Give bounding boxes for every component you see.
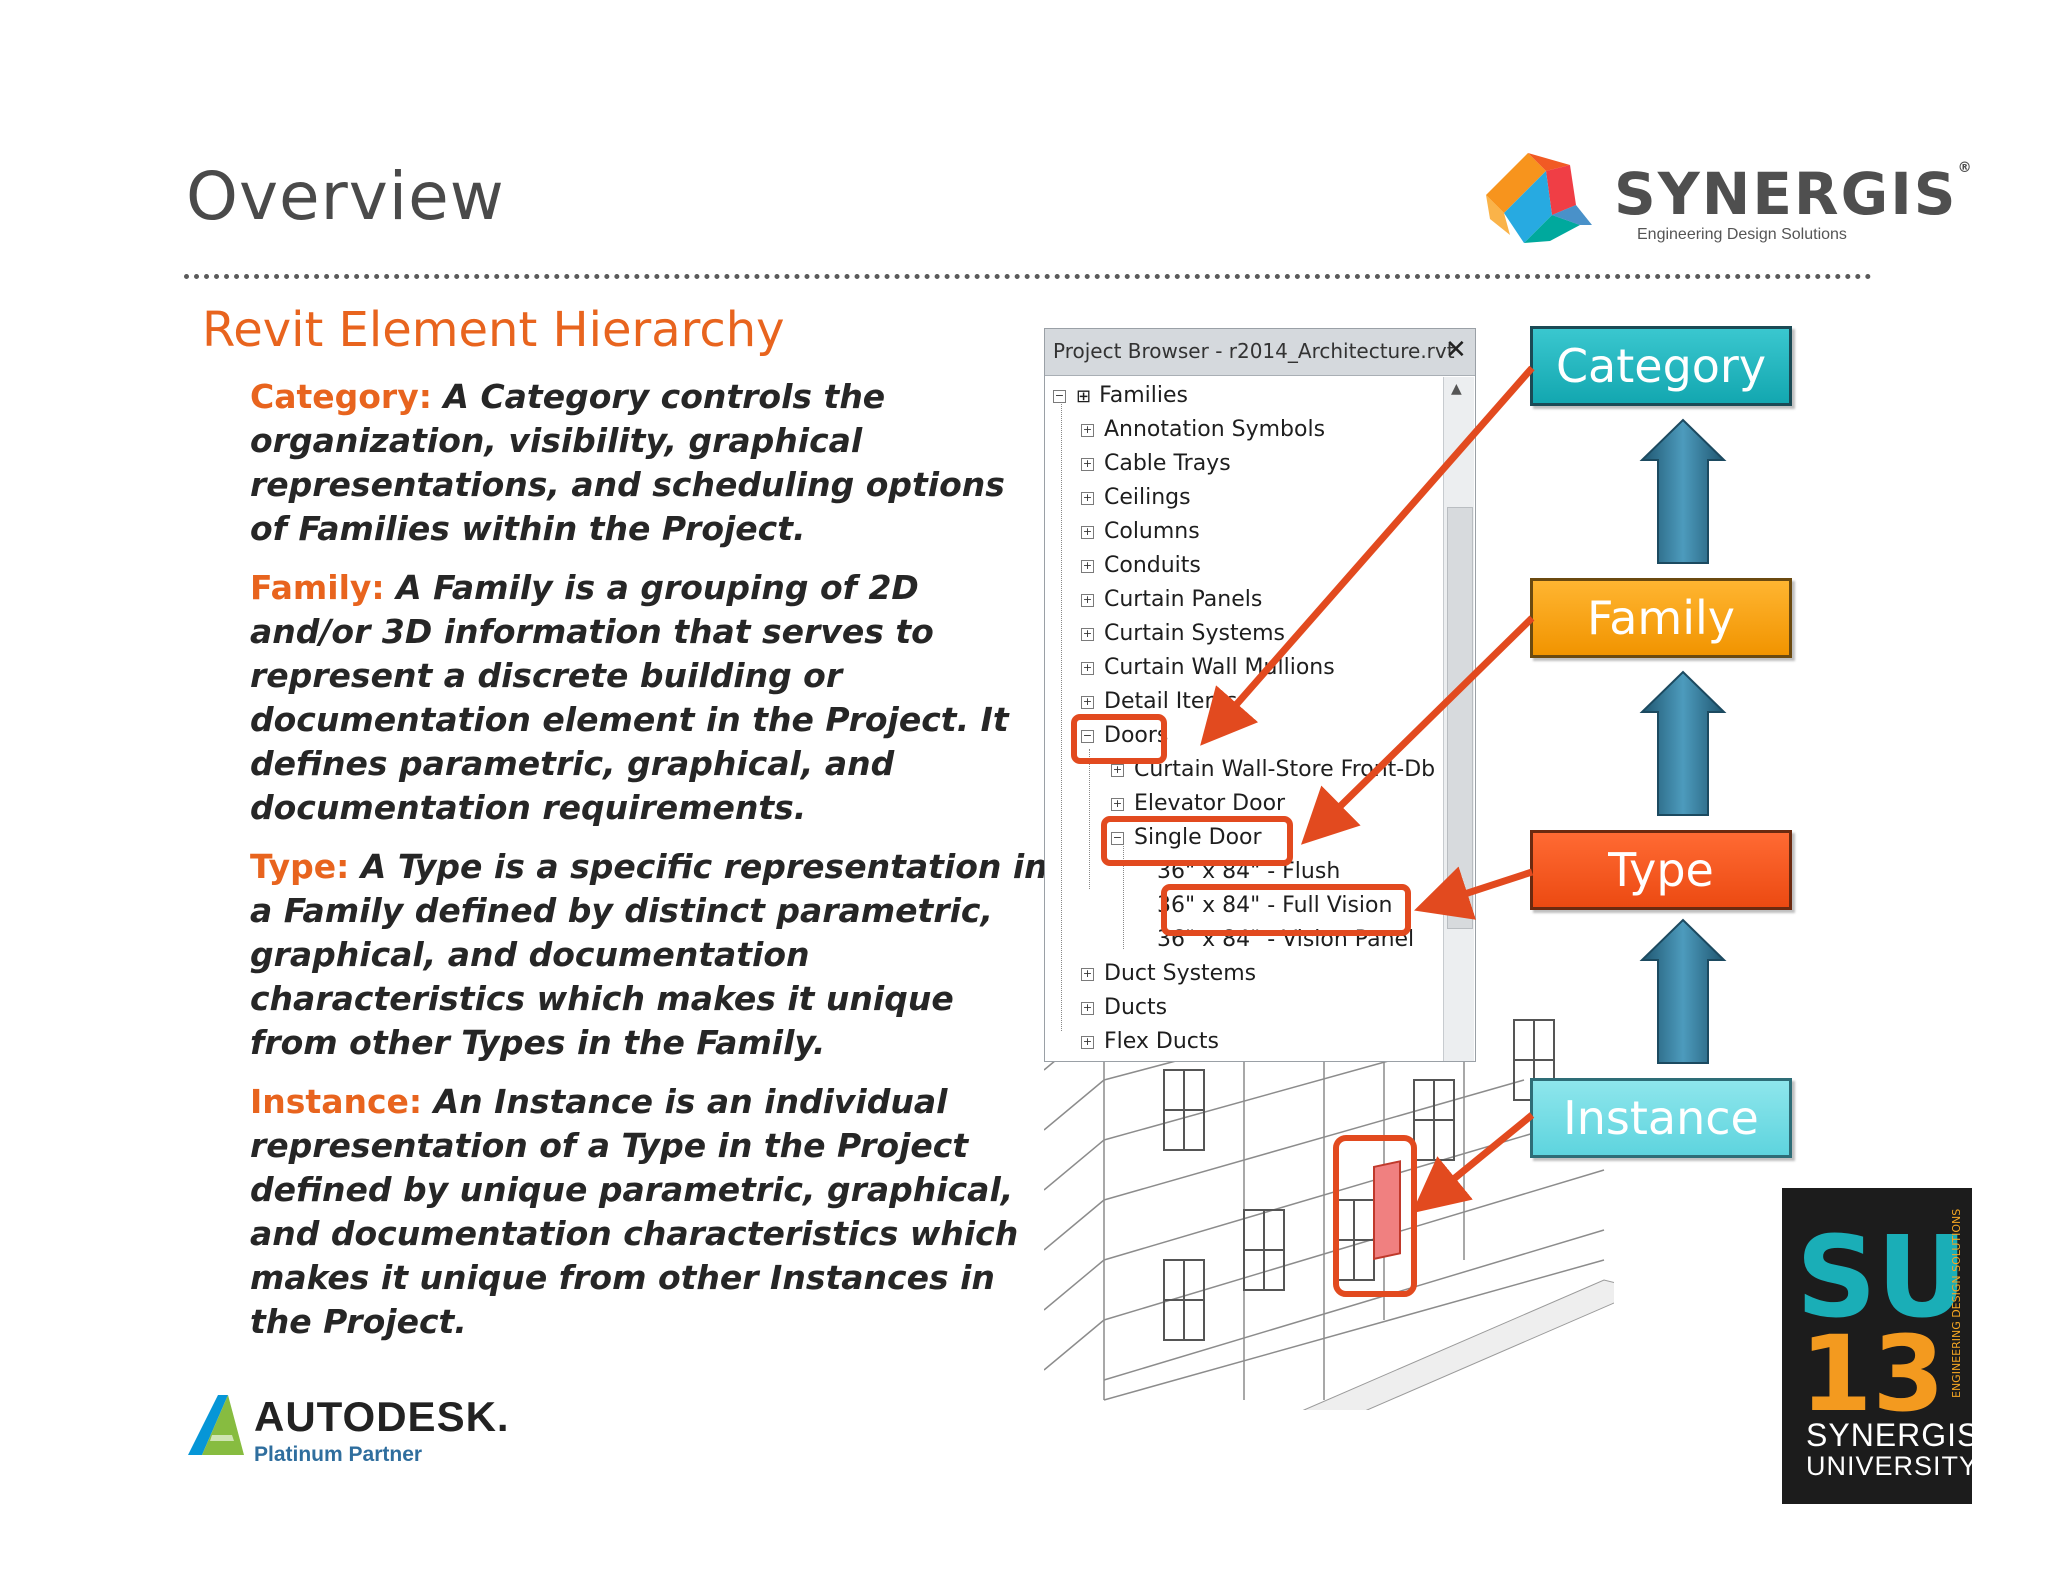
tree-node[interactable]: +Curtain Wall Mullions — [1081, 655, 1335, 680]
tree-guide-line — [1123, 839, 1124, 949]
autodesk-partner-label: Platinum Partner — [254, 1443, 423, 1466]
hierarchy-family-box: Family — [1530, 578, 1792, 658]
tree-node-families[interactable]: −⊞Families — [1053, 383, 1188, 408]
expand-icon[interactable]: + — [1081, 694, 1094, 709]
collapse-icon[interactable]: − — [1053, 388, 1066, 403]
autodesk-logo-icon — [188, 1395, 244, 1455]
expand-icon[interactable]: + — [1081, 490, 1094, 505]
term-label: Type: — [250, 847, 350, 886]
definition-family: Family: A Family is a grouping of 2D and… — [250, 566, 1050, 830]
tree-node[interactable]: +Curtain Wall-Store Front-Db — [1111, 757, 1436, 782]
expand-icon[interactable]: + — [1111, 762, 1124, 777]
tree-node[interactable]: +Conduits — [1081, 553, 1201, 578]
collapse-icon[interactable]: − — [1081, 728, 1094, 743]
close-icon[interactable]: ✕ — [1445, 335, 1467, 365]
expand-icon[interactable]: + — [1081, 592, 1094, 607]
tree-node[interactable]: +Detail Items — [1081, 689, 1238, 714]
expand-icon[interactable]: + — [1081, 660, 1094, 675]
definitions-list: Category: A Category controls the organi… — [250, 375, 1050, 1359]
tree-node-single-door[interactable]: −Single Door — [1111, 825, 1262, 850]
project-browser-panel[interactable]: Project Browser - r2014_Architecture.rvt… — [1044, 328, 1476, 1062]
expand-icon[interactable]: + — [1081, 626, 1094, 641]
su13-mark-icon: SU 13 ENGINEERING DESIGN SOLUTIONS — [1796, 1209, 1968, 1435]
up-arrow-icon — [1639, 670, 1727, 816]
dotted-divider — [184, 274, 1872, 279]
definition-type: Type: A Type is a specific representatio… — [250, 845, 1050, 1065]
hierarchy-instance-box: Instance — [1530, 1078, 1792, 1158]
su-letters: SU — [1796, 1213, 1968, 1343]
section-subtitle: Revit Element Hierarchy — [202, 302, 785, 358]
autodesk-wordmark: AUTODESK. — [254, 1393, 510, 1440]
expand-icon[interactable]: + — [1081, 422, 1094, 437]
tree-node[interactable]: +Flex Ducts — [1081, 1029, 1219, 1054]
synergis-university-logo: SU 13 ENGINEERING DESIGN SOLUTIONS — [1782, 1188, 1972, 1504]
term-label: Instance: — [250, 1082, 423, 1121]
tree-leaf[interactable]: 36" x 84" - Flush — [1157, 859, 1341, 884]
expand-icon[interactable]: + — [1081, 1000, 1094, 1015]
scroll-up-arrow-icon[interactable]: ▲ — [1451, 381, 1462, 397]
scrollbar-thumb[interactable] — [1447, 507, 1473, 929]
synergis-tagline: Engineering Design Solutions — [1637, 226, 1847, 243]
tree-node[interactable]: +Annotation Symbols — [1081, 417, 1326, 442]
expand-icon[interactable]: + — [1111, 796, 1124, 811]
definition-category: Category: A Category controls the organi… — [250, 375, 1050, 551]
su-synergis-label: SYNERGIS — [1806, 1417, 1980, 1453]
project-browser-header: Project Browser - r2014_Architecture.rvt… — [1045, 329, 1475, 376]
tree-node[interactable]: +Columns — [1081, 519, 1200, 544]
term-label: Category: — [250, 377, 432, 416]
term-text: A Family is a grouping of 2D and/or 3D i… — [250, 568, 1009, 827]
up-arrow-icon — [1639, 418, 1727, 564]
term-label: Family: — [250, 568, 385, 607]
synergis-wordmark: SYNERGIS® — [1614, 160, 1974, 228]
tree-node[interactable]: +Ducts — [1081, 995, 1168, 1020]
project-browser-title: Project Browser - r2014_Architecture.rvt — [1053, 339, 1455, 363]
vertical-scrollbar[interactable]: ▲ — [1443, 377, 1474, 1061]
expand-icon[interactable]: + — [1081, 524, 1094, 539]
tree-guide-line — [1089, 749, 1090, 889]
family-folder-icon: ⊞ — [1076, 386, 1092, 407]
hierarchy-type-box: Type — [1530, 830, 1792, 910]
tree-node[interactable]: +Cable Trays — [1081, 451, 1231, 476]
definition-instance: Instance: An Instance is an individual r… — [250, 1080, 1050, 1344]
tree-guide-line — [1061, 391, 1062, 1031]
su-university-label: UNIVERSITY — [1806, 1451, 1979, 1481]
term-text: A Type is a specific representation in a… — [250, 847, 1048, 1062]
expand-icon[interactable]: + — [1081, 966, 1094, 981]
tree-leaf[interactable]: 36" x 84" - Vision Panel — [1157, 927, 1415, 952]
tree-node[interactable]: +Curtain Panels — [1081, 587, 1263, 612]
up-arrow-icon — [1639, 918, 1727, 1064]
tree-node[interactable]: +Curtain Systems — [1081, 621, 1286, 646]
term-text: An Instance is an individual representat… — [250, 1082, 1019, 1341]
tree-node[interactable]: +Duct Systems — [1081, 961, 1257, 986]
tree-node[interactable]: +Ceilings — [1081, 485, 1191, 510]
su-number: 13 — [1800, 1313, 1945, 1435]
tree-node-doors[interactable]: −Doors — [1081, 723, 1169, 748]
term-text: A Category controls the organization, vi… — [250, 377, 1005, 548]
expand-icon[interactable]: + — [1081, 1034, 1094, 1049]
collapse-icon[interactable]: − — [1111, 830, 1124, 845]
tree-leaf-full-vision[interactable]: 36" x 84" - Full Vision — [1157, 893, 1393, 918]
hierarchy-category-box: Category — [1530, 326, 1792, 406]
tree-node[interactable]: +Elevator Door — [1111, 791, 1286, 816]
synergis-logo-icon — [1486, 153, 1592, 243]
expand-icon[interactable]: + — [1081, 456, 1094, 471]
slide-title: Overview — [186, 158, 505, 235]
expand-icon[interactable]: + — [1081, 558, 1094, 573]
su-vertical-tagline: ENGINEERING DESIGN SOLUTIONS — [1950, 1209, 1963, 1398]
